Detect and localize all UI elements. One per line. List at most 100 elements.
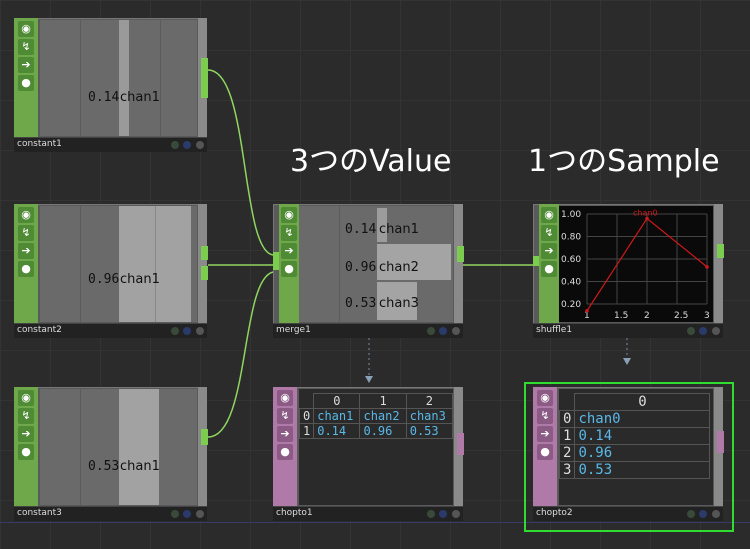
arrow-icon[interactable]: ➔: [277, 426, 293, 442]
flag-dot[interactable]: [427, 510, 435, 518]
bypass-icon[interactable]: ↯: [541, 225, 557, 241]
output-connector[interactable]: [457, 246, 464, 262]
viewer-icon[interactable]: ◉: [541, 207, 557, 223]
lock-icon[interactable]: ●: [277, 444, 293, 460]
sample-caption: 1つのSample: [528, 144, 720, 179]
input-connector[interactable]: [273, 252, 279, 270]
column-header: 1: [359, 393, 407, 409]
arrow-icon[interactable]: ➔: [18, 57, 34, 73]
input-connector[interactable]: [533, 256, 539, 266]
bypass-icon[interactable]: ↯: [277, 408, 293, 424]
node-viewer[interactable]: 0.96 chan1: [40, 206, 197, 322]
output-connector[interactable]: [201, 429, 208, 445]
output-connector[interactable]: [201, 58, 208, 98]
bypass-icon[interactable]: ↯: [18, 225, 34, 241]
viewer-icon[interactable]: ◉: [18, 207, 34, 223]
output-connector[interactable]: [457, 433, 464, 455]
node-name[interactable]: chopto1: [276, 508, 313, 518]
flag-dot[interactable]: [699, 327, 707, 335]
data-point: [585, 308, 589, 313]
flag-dot[interactable]: [171, 327, 179, 335]
node-name[interactable]: merge1: [276, 325, 311, 335]
y-tick-label: 0.80: [561, 233, 581, 243]
table-cell[interactable]: chan0: [574, 410, 711, 428]
node-name[interactable]: constant3: [17, 508, 62, 518]
viewer-icon[interactable]: ◉: [18, 390, 34, 406]
flag-dot[interactable]: [183, 141, 191, 149]
arrow-icon[interactable]: ➔: [537, 426, 553, 442]
add-icon[interactable]: [712, 327, 720, 335]
add-icon[interactable]: [452, 327, 460, 335]
node-viewer[interactable]: 0 0 chan0 1 0.14 2 0.96 3 0.53: [558, 389, 713, 505]
viewer-icon[interactable]: ◉: [277, 390, 293, 406]
table-cell[interactable]: 0.53: [574, 461, 711, 479]
bypass-icon[interactable]: ↯: [18, 408, 34, 424]
table-cell[interactable]: chan2: [359, 408, 407, 424]
node-name[interactable]: constant2: [17, 325, 62, 335]
x-tick-label: 3: [704, 311, 710, 321]
chopto1-node[interactable]: ◉ ↯ ➔ ● 0 1 2 0 chan1 chan2 chan3 1 0.14…: [273, 387, 464, 521]
arrow-icon[interactable]: ➔: [18, 426, 34, 442]
lock-icon[interactable]: ●: [281, 261, 297, 277]
table-cell[interactable]: 0.96: [574, 444, 711, 462]
lock-icon[interactable]: ●: [18, 75, 34, 91]
constant3-node[interactable]: ◉ ↯ ➔ ● 0.53 chan1 constant3: [14, 387, 208, 521]
node-viewer[interactable]: 0.53 chan1: [40, 389, 197, 505]
output-connector[interactable]: [717, 244, 724, 258]
node-viewer[interactable]: 0.14 chan1: [40, 20, 197, 136]
add-icon[interactable]: [712, 510, 720, 518]
flag-dot[interactable]: [171, 141, 179, 149]
flag-dot[interactable]: [171, 510, 179, 518]
add-icon[interactable]: [196, 327, 204, 335]
table-cell[interactable]: 0.14: [574, 427, 711, 445]
grid-line: [339, 206, 340, 322]
flag-dot[interactable]: [427, 327, 435, 335]
table-cell[interactable]: 0.14: [313, 423, 361, 439]
lock-icon[interactable]: ●: [541, 261, 557, 277]
arrow-icon[interactable]: ➔: [541, 243, 557, 259]
bypass-icon[interactable]: ↯: [281, 225, 297, 241]
chopto2-node[interactable]: ◉ ↯ ➔ ● 0 0 chan0 1 0.14 2 0.96 3: [533, 387, 724, 521]
flag-dot[interactable]: [439, 327, 447, 335]
output-connector[interactable]: [201, 246, 208, 260]
arrow-icon[interactable]: ➔: [18, 243, 34, 259]
table-cell[interactable]: chan3: [405, 408, 454, 424]
node-name[interactable]: constant1: [17, 139, 62, 149]
arrow-icon[interactable]: ➔: [281, 243, 297, 259]
merge1-node[interactable]: ◉ ↯ ➔ ● 0.14 chan1 0.96 chan2 0.53 chan3…: [273, 204, 464, 338]
viewer-icon[interactable]: ◉: [18, 21, 34, 37]
bypass-icon[interactable]: ↯: [18, 39, 34, 55]
flag-dot[interactable]: [183, 510, 191, 518]
node-name[interactable]: shuffle1: [536, 325, 573, 335]
table-cell[interactable]: 0.53: [405, 423, 454, 439]
node-footer: constant1: [14, 137, 207, 152]
grid-line: [80, 389, 81, 505]
table-cell[interactable]: chan1: [313, 408, 361, 424]
add-icon[interactable]: [196, 510, 204, 518]
output-connector[interactable]: [717, 431, 724, 453]
flag-dot[interactable]: [699, 510, 707, 518]
flag-dot[interactable]: [439, 510, 447, 518]
node-viewer[interactable]: 0 1 2 0 chan1 chan2 chan3 1 0.14 0.96 0.…: [298, 389, 454, 505]
output-connector[interactable]: [201, 266, 208, 280]
flag-dot[interactable]: [183, 327, 191, 335]
node-viewer[interactable]: 0.14 chan1 0.96 chan2 0.53 chan3: [299, 206, 453, 322]
viewer-icon[interactable]: ◉: [281, 207, 297, 223]
add-icon[interactable]: [452, 510, 460, 518]
table-cell[interactable]: 0.96: [359, 423, 407, 439]
viewer-icon[interactable]: ◉: [537, 390, 553, 406]
channel-value: 0.53: [345, 296, 377, 311]
bypass-icon[interactable]: ↯: [537, 408, 553, 424]
lock-icon[interactable]: ●: [537, 444, 553, 460]
node-name[interactable]: chopto2: [536, 508, 573, 518]
lock-icon[interactable]: ●: [18, 261, 34, 277]
node-toolstrip: ◉ ↯ ➔ ●: [14, 387, 38, 507]
flag-dot[interactable]: [687, 327, 695, 335]
constant2-node[interactable]: ◉ ↯ ➔ ● 0.96 chan1 constant2: [14, 204, 208, 338]
constant1-node[interactable]: ◉ ↯ ➔ ● 0.14 chan1 constant1: [14, 18, 208, 152]
add-icon[interactable]: [196, 141, 204, 149]
flag-dot[interactable]: [687, 510, 695, 518]
lock-icon[interactable]: ●: [18, 444, 34, 460]
